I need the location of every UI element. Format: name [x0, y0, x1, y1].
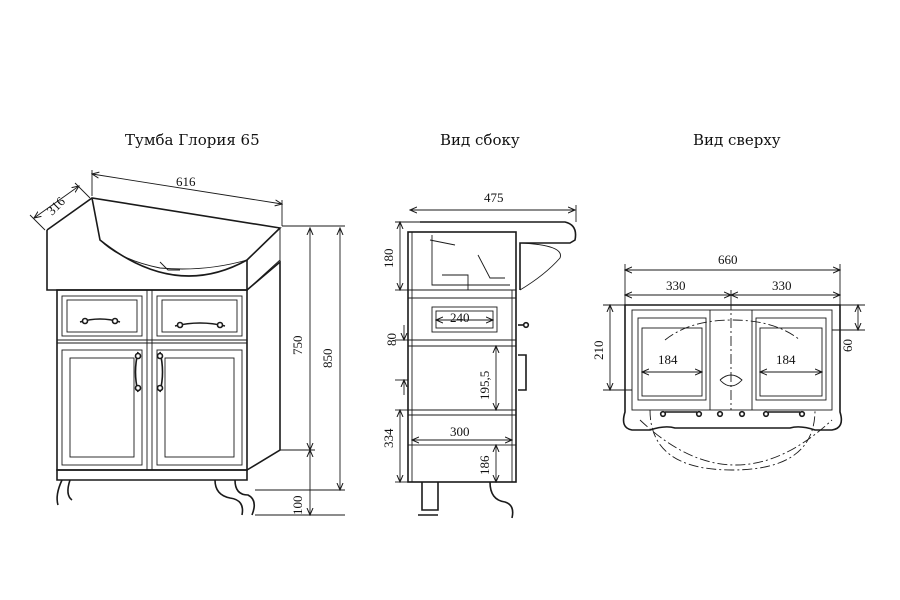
- side-view: 475 180 80 240 195,5 334 300 186: [381, 190, 577, 519]
- top-view-title: Вид сверху: [693, 131, 781, 149]
- dim-side-basin: 180: [381, 249, 396, 269]
- dim-front-depth: 316: [44, 193, 69, 218]
- front-view: 616 316 750 850 100: [29, 170, 345, 516]
- dim-top-right: 330: [772, 278, 792, 293]
- dim-front-legs: 100: [290, 496, 305, 516]
- dim-front-width: 616: [176, 174, 196, 189]
- dim-top-inner-right: 184: [776, 352, 796, 367]
- dim-top-total: 660: [718, 252, 738, 267]
- dim-side-lower: 334: [381, 428, 396, 448]
- dim-side-shelf: 300: [450, 424, 470, 439]
- dim-side-depth: 475: [484, 190, 504, 205]
- dim-top-depth: 210: [591, 341, 606, 361]
- side-view-title: Вид сбоку: [440, 131, 520, 149]
- top-view: 660 330 330 210 60 184 184: [591, 252, 865, 471]
- dim-top-inner-left: 184: [658, 352, 678, 367]
- dim-side-bottom: 186: [477, 455, 492, 475]
- dim-front-height-body: 750: [290, 336, 305, 356]
- dim-top-offset: 60: [840, 339, 855, 352]
- dim-top-left: 330: [666, 278, 686, 293]
- dim-side-shelf-gap: 195,5: [477, 371, 492, 400]
- dim-front-height-total: 850: [320, 349, 335, 369]
- front-view-title: Тумба Глория 65: [125, 131, 260, 149]
- dim-side-drawer-gap: 80: [384, 333, 399, 346]
- dim-side-drawer-inner: 240: [450, 310, 470, 325]
